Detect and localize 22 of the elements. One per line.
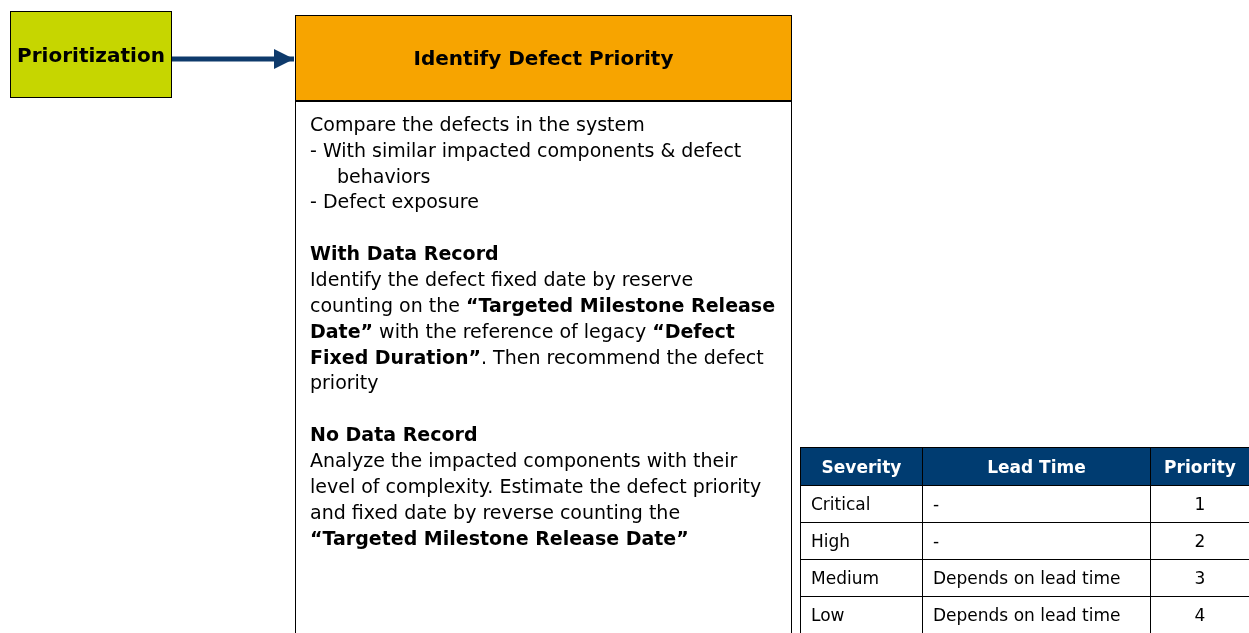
column-header: Severity <box>801 448 923 486</box>
table-cell: - <box>923 523 1151 560</box>
arrow <box>172 49 294 69</box>
column-header: Lead Time <box>923 448 1151 486</box>
paragraph: Compare the defects in the system <box>310 112 646 137</box>
process-box <box>10 11 172 98</box>
box-title: Identify Defect Priority <box>413 46 674 70</box>
table-cell: - <box>923 486 1151 523</box>
paragraph: Analyze the impacted components with their level of complexity. Estimate the defect priority and fixed date by reverse counting the “Targeted Milestone Release Date” <box>310 448 763 551</box>
table-cell: High <box>801 523 923 560</box>
paragraph: Identify the defect fixed date by reserve counting on the “Targeted Milestone Release Date” with the reference of legacy “Defect Fixed Duration”. Then recommend the defect priority <box>310 267 777 396</box>
paragraph: - Defect exposure <box>310 189 480 215</box>
header-box <box>295 15 792 101</box>
column-header: Priority <box>1151 448 1249 486</box>
section-heading: With Data Record <box>310 241 500 267</box>
section-heading: No Data Record <box>310 422 479 448</box>
table-cell: Critical <box>801 486 923 523</box>
box-title: Prioritization <box>17 42 165 67</box>
paragraph: - With similar impacted components & defect behaviors <box>310 137 743 189</box>
text-panel <box>295 101 792 633</box>
table-cell: Medium <box>801 560 923 597</box>
table-cell: Depends on lead time <box>923 560 1151 597</box>
